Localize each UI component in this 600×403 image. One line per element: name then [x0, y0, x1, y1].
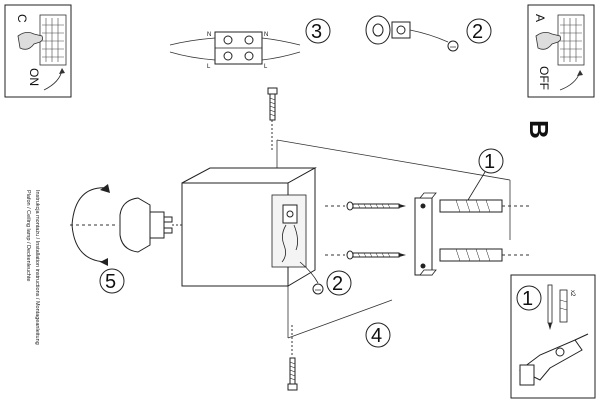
panel-a-state: OFF: [537, 66, 551, 90]
arrow-icon: [577, 70, 583, 76]
bottom-screw-icon: [287, 325, 298, 391]
step-4-marker: 4: [365, 322, 391, 348]
instructions-title: Instrukcja montażu / Installation instru…: [34, 190, 40, 345]
breaker-box-icon: [39, 14, 67, 66]
top-screw-icon: [267, 87, 278, 150]
ceiling-outline: [276, 139, 511, 339]
wall-plug-icon: [559, 289, 568, 323]
quantity-label: x2: [569, 290, 575, 297]
lamp-terminal-icon: [282, 204, 298, 224]
panel-c-state: ON: [27, 68, 41, 86]
step-2-bottom-marker: 2: [299, 261, 352, 296]
panel-a-letter: A: [533, 14, 547, 22]
tools-step-number: 1: [522, 288, 533, 310]
step-1-number: 1: [484, 151, 495, 173]
ground-icon: [312, 283, 324, 295]
tools-panel: 1 x2: [510, 274, 596, 399]
wire-label: N: [264, 32, 268, 38]
breaker-box-icon: [557, 14, 585, 66]
section-b-letter: B: [524, 120, 554, 139]
terminal-block-wiring: N N L L: [169, 31, 301, 70]
step-5-number: 5: [105, 271, 116, 293]
screw-icon: [547, 284, 553, 330]
product-type: Plafon / Ceiling lamp / Deckenleuchte: [25, 190, 31, 281]
step-1-marker: 1: [467, 148, 504, 201]
lamp-body: [181, 167, 317, 287]
step-2-top-marker: 2: [466, 18, 492, 44]
panel-a-switch-off: A OFF: [527, 4, 595, 98]
wire-label: L: [264, 64, 268, 70]
drill-icon: [519, 333, 589, 386]
ground-icon: [447, 40, 459, 52]
screw-anchor-upper: [325, 199, 530, 213]
hand-icon: [17, 32, 44, 50]
gu10-bulb: [70, 197, 182, 253]
step-2-number: 2: [332, 273, 343, 295]
panel-c-switch-on: C ON: [4, 4, 72, 98]
step-5-marker: 5: [99, 268, 125, 294]
step-2-number: 2: [472, 21, 483, 43]
rotate-arrow-icon: [71, 184, 110, 266]
panel-c-letter: C: [15, 14, 29, 23]
screw-anchor-lower: [325, 248, 530, 262]
mounting-bracket: [414, 192, 437, 276]
wire-label: L: [207, 64, 211, 70]
ground-connector: [365, 15, 459, 52]
step-3-marker: 3: [305, 18, 331, 44]
hand-icon: [535, 32, 562, 50]
step-3-number: 3: [311, 21, 322, 43]
arrow-icon: [59, 68, 65, 74]
step-4-number: 4: [371, 325, 382, 347]
wire-label: N: [207, 32, 211, 38]
